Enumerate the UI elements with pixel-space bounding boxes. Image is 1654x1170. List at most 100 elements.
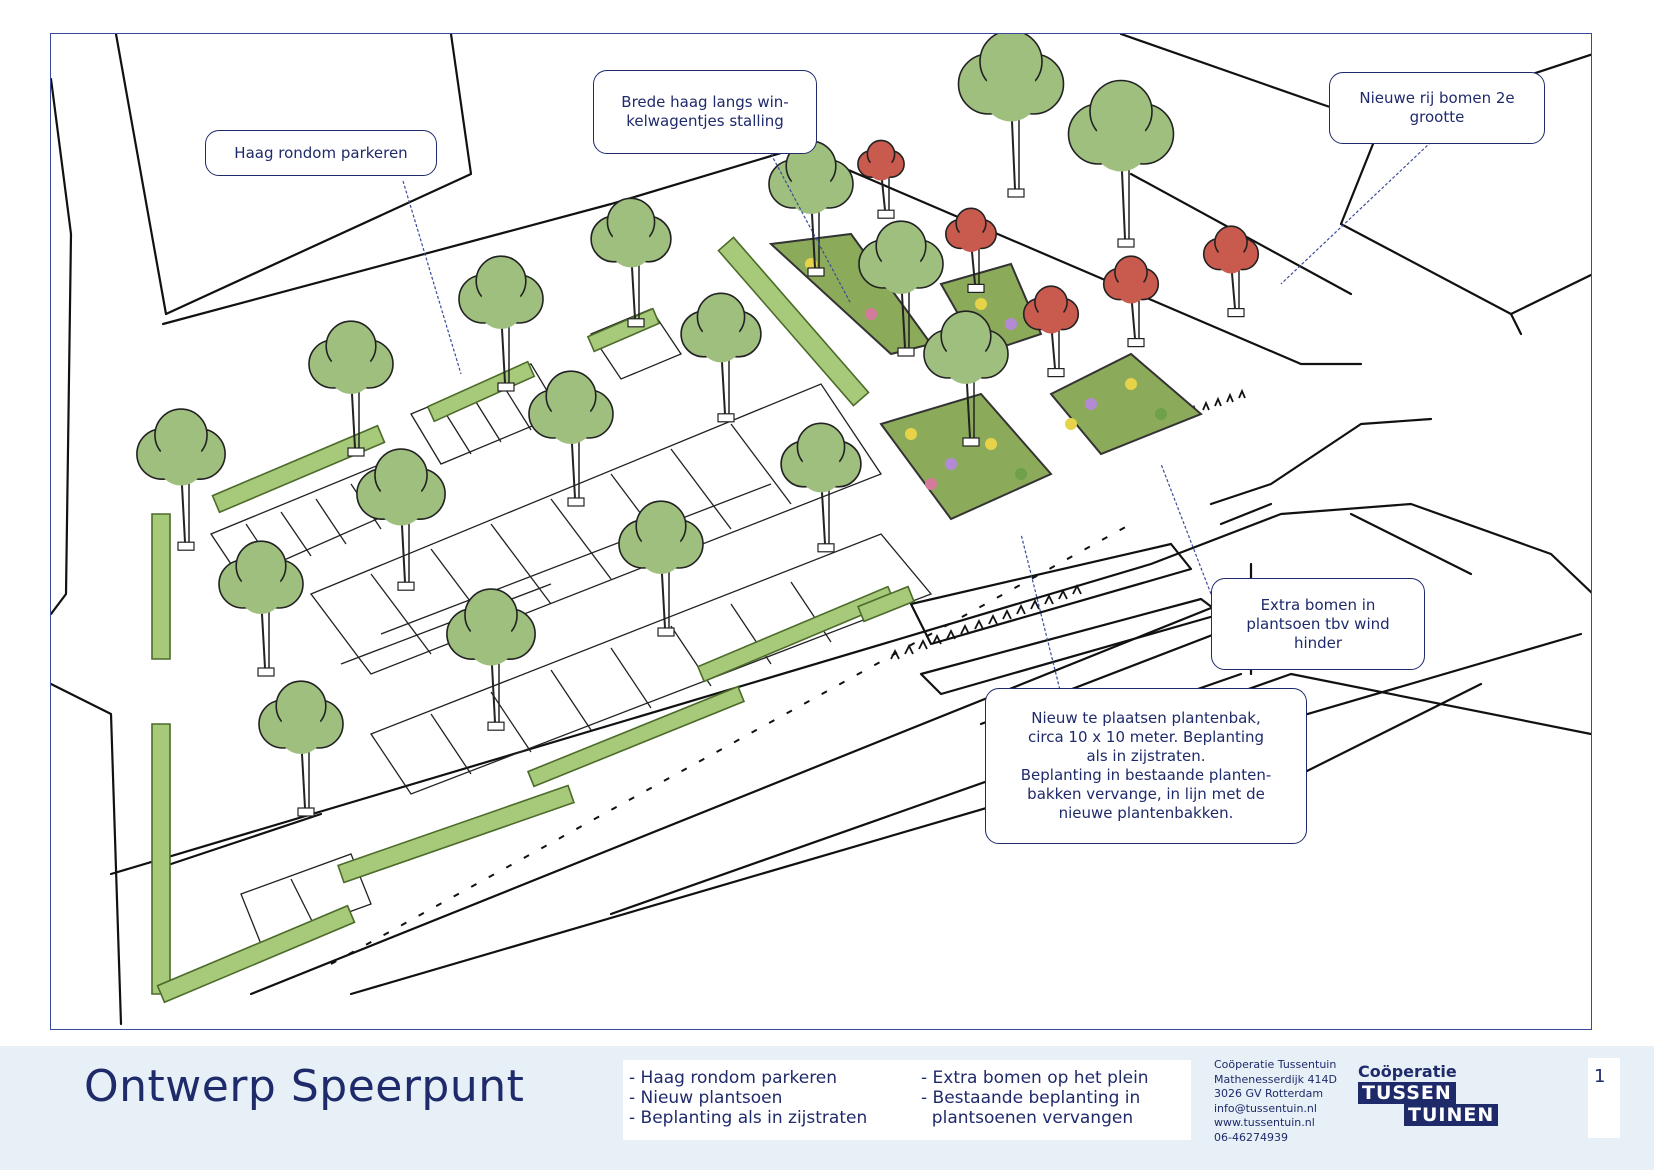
tree xyxy=(1067,79,1175,248)
tree xyxy=(768,140,854,277)
road-marking-chevron xyxy=(904,643,914,655)
hedge xyxy=(211,424,386,514)
logo-line-1: Coöperatie xyxy=(1358,1062,1457,1081)
road-marking-chevron xyxy=(1214,396,1222,407)
road-marking-chevron xyxy=(1058,588,1068,600)
callout-plantenbak: Nieuw te plaatsen plantenbak, circa 10 x… xyxy=(985,688,1307,844)
road-marking-chevron xyxy=(1202,400,1210,411)
tree xyxy=(680,292,762,423)
perennial-flower xyxy=(945,458,957,470)
road-marking-chevron xyxy=(946,628,956,640)
perennial-flower xyxy=(925,478,937,490)
summary-item: - Bestaande beplanting in xyxy=(921,1088,1141,1108)
tree xyxy=(446,588,536,731)
callout-text: Brede haag langs win- kelwagentjes stall… xyxy=(621,93,789,130)
site-plan-sketch xyxy=(51,34,1591,1026)
hedge xyxy=(696,585,896,683)
summary-item: - Nieuw plantsoen xyxy=(629,1088,783,1108)
hedge xyxy=(586,307,661,353)
hedge xyxy=(717,236,870,407)
tree xyxy=(923,310,1009,447)
tree xyxy=(618,500,704,637)
summary-list-right: - Extra bomen op het plein - Bestaande b… xyxy=(921,1068,1149,1128)
tree xyxy=(528,370,614,507)
tree xyxy=(136,408,226,551)
road-marking-chevron xyxy=(988,613,998,625)
hedge xyxy=(426,360,536,423)
hedge xyxy=(156,904,356,1004)
callout-haag-rondom-parkeren: Haag rondom parkeren xyxy=(205,130,437,176)
cooperatie-tussentuinen-logo: Coöperatie TUSSEN TUINEN xyxy=(1358,1062,1518,1134)
perennial-flower xyxy=(1155,408,1167,420)
page-title: Ontwerp Speerpunt xyxy=(84,1061,525,1112)
hedge xyxy=(337,784,575,884)
contact-org: Coöperatie Tussentuin xyxy=(1214,1058,1337,1071)
road-marking-chevron xyxy=(918,638,928,650)
summary-item: plantsoenen vervangen xyxy=(921,1108,1134,1128)
callout-brede-haag: Brede haag langs win- kelwagentjes stall… xyxy=(593,70,817,154)
perennial-flower xyxy=(865,308,877,320)
road-marking-chevron xyxy=(1030,598,1040,610)
red-tree xyxy=(1202,225,1260,318)
planter-bed xyxy=(1049,352,1203,456)
perennial-flower xyxy=(1005,318,1017,330)
summary-item: - Beplanting als in zijstraten xyxy=(629,1108,868,1128)
tree xyxy=(258,680,344,817)
road-marking-chevron xyxy=(1072,583,1082,595)
logo-line-2: TUSSEN xyxy=(1358,1082,1456,1104)
road-marking-chevron xyxy=(932,633,942,645)
hedge xyxy=(151,723,171,995)
hedge xyxy=(151,513,171,660)
tree xyxy=(858,220,944,357)
summary-box: - Haag rondom parkeren - Nieuw plantsoen… xyxy=(623,1060,1191,1140)
summary-item: - Haag rondom parkeren xyxy=(629,1068,838,1088)
red-tree xyxy=(857,139,905,219)
contact-phone: 06-46274939 xyxy=(1214,1130,1288,1144)
contact-city: 3026 GV Rotterdam xyxy=(1214,1087,1324,1100)
tree xyxy=(957,34,1065,198)
callout-text: Nieuw te plaatsen plantenbak, circa 10 x… xyxy=(1020,709,1272,822)
road-marking-chevron xyxy=(1016,603,1026,615)
tree xyxy=(780,422,862,553)
summary-item: - Extra bomen op het plein xyxy=(921,1068,1149,1088)
leader-extra-bomen xyxy=(1160,463,1212,595)
leader-plantenbak xyxy=(1020,533,1062,695)
tree xyxy=(590,197,672,328)
perennial-flower xyxy=(1015,468,1027,480)
callout-text: Extra bomen in plantsoen tbv wind hinder xyxy=(1246,595,1390,652)
red-tree xyxy=(1022,285,1080,378)
left-building-outline xyxy=(114,34,473,316)
logo-line-3: TUINEN xyxy=(1404,1104,1499,1126)
callout-nieuwe-rij-bomen: Nieuwe rij bomen 2e grootte xyxy=(1329,72,1545,144)
road-marking-chevron xyxy=(1044,593,1054,605)
tree xyxy=(308,320,394,457)
tree xyxy=(356,448,446,591)
callout-text: Haag rondom parkeren xyxy=(234,143,408,162)
red-tree xyxy=(944,207,997,293)
summary-list-left: - Haag rondom parkeren - Nieuw plantsoen… xyxy=(629,1068,867,1128)
tree xyxy=(218,540,304,677)
hedge xyxy=(856,585,916,623)
leader-haag-rondom xyxy=(402,180,462,375)
road-marking-chevron xyxy=(1002,608,1012,620)
hedge xyxy=(526,685,746,788)
site-plan-drawing: Haag rondom parkeren Brede haag langs wi… xyxy=(50,33,1592,1030)
perennial-flower xyxy=(1125,378,1137,390)
contact-address: Mathenesserdijk 414D xyxy=(1214,1072,1338,1086)
page-number-box xyxy=(1588,1058,1620,1138)
leader-nieuwe-rij xyxy=(1280,141,1432,285)
planter-bed xyxy=(879,392,1053,521)
road-marking-chevron xyxy=(974,618,984,630)
red-tree xyxy=(1102,255,1160,348)
tree xyxy=(458,255,544,392)
perennial-flower xyxy=(905,428,917,440)
road-edge xyxy=(109,502,1591,876)
page-number: 1 xyxy=(1594,1066,1606,1087)
callout-extra-bomen: Extra bomen in plantsoen tbv wind hinder xyxy=(1211,578,1425,670)
perennial-flower xyxy=(1065,418,1077,430)
contact-block: Coöperatie Tussentuin Mathenesserdijk 41… xyxy=(1214,1058,1337,1145)
callout-text: Nieuwe rij bomen 2e grootte xyxy=(1359,89,1515,126)
perennial-flower xyxy=(985,438,997,450)
road-marking-chevron xyxy=(1226,392,1234,403)
leader-brede-haag xyxy=(770,153,852,305)
